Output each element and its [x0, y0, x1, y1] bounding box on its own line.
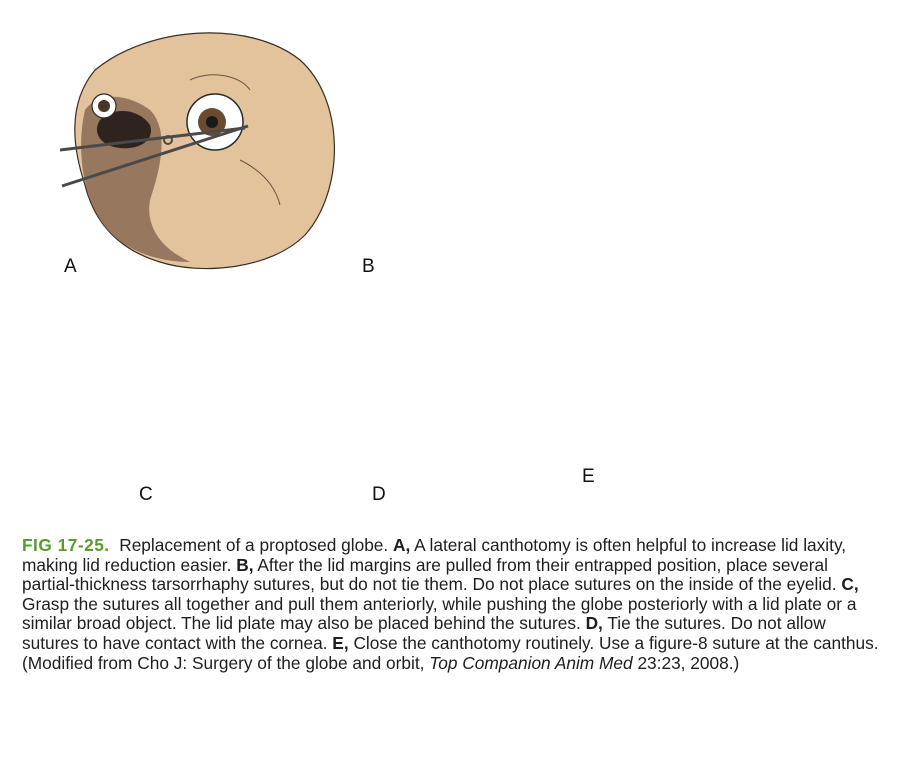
panel-label-c: C [139, 484, 153, 505]
caption-text-c: Grasp the sutures all together and pull … [22, 593, 857, 634]
panel-label-a: A [64, 256, 77, 277]
panel-label-e: E [582, 466, 595, 487]
panel-a-illustration [59, 32, 335, 270]
caption-journal: Top Companion Anim Med [429, 652, 633, 673]
caption-label-e: E, [332, 632, 349, 653]
panel-label-b: B [362, 256, 375, 277]
caption-label-a: A, [393, 535, 411, 555]
caption-text-a: A lateral canthotomy is often helpful to… [22, 535, 847, 575]
panel-label-d: D [372, 484, 386, 505]
caption-text-e: Close the canthotomy routinely. Use a fi… [22, 632, 879, 673]
caption-label-b: B, [236, 554, 254, 575]
caption-label-c: C, [841, 574, 859, 595]
caption-text-d: Tie the sutures. Do not allow sutures to… [22, 613, 826, 653]
caption-intro: Replacement of a proptosed globe. [119, 535, 389, 555]
caption-label-d: D, [585, 613, 603, 634]
figure-number: FIG 17-25. [22, 535, 110, 555]
caption-citation-end: 23:23, 2008.) [637, 652, 740, 673]
caption-text-b: After the lid margins are pulled from th… [22, 554, 837, 595]
figure-illustration [59, 32, 335, 270]
figure-caption: FIG 17-25. Replacement of a proptosed gl… [22, 535, 880, 673]
